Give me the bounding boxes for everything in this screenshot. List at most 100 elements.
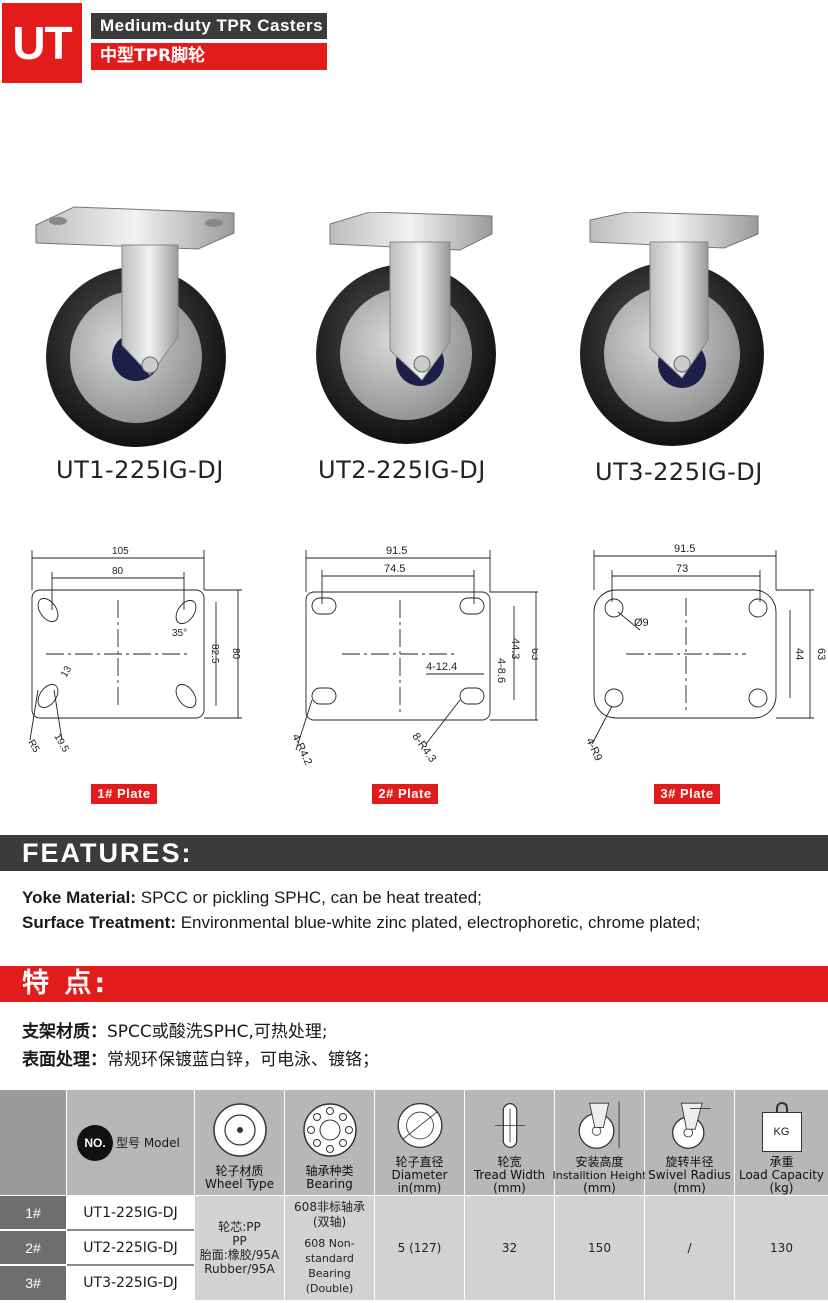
wheel-type-line3: 胎面:橡胶/95A xyxy=(199,1248,280,1262)
features-header: FEATURES: xyxy=(0,835,828,871)
col-diameter-cn: 轮子直径 xyxy=(395,1155,444,1169)
model-header-label: 型号 Model xyxy=(116,1136,180,1150)
col-tread-width: 轮宽 Tread Width (mm) xyxy=(465,1090,554,1195)
spec-table: NO. 型号 Model 轮子材质 Wheel Type 轴承种类 Bearin… xyxy=(0,1090,828,1300)
feature-cn-surface-text: 常规环保镀蓝白锌，可电泳、镀铬； xyxy=(107,1050,379,1070)
plate2-height: 63 xyxy=(529,648,538,660)
row-no-3: 3# xyxy=(0,1266,66,1300)
plate2-r1: 4-R4.2 xyxy=(289,732,314,767)
plate1-angle: 35° xyxy=(172,628,187,639)
col-install-height: 安装高度 Installtion Height (mm) xyxy=(552,1090,647,1195)
col-tread-width-unit: (mm) xyxy=(493,1181,526,1195)
plate3-hole-span: 73 xyxy=(676,563,688,575)
caster-image-3 xyxy=(580,212,764,446)
wheel-type-line4: Rubber/95A xyxy=(204,1262,275,1276)
plate1-slot-l: 19.5 xyxy=(51,732,70,755)
brand-logo: UT xyxy=(2,3,82,83)
col-diameter-unit: in(mm) xyxy=(397,1181,442,1195)
col-wheel-type-en: Wheel Type xyxy=(205,1177,274,1191)
caster-image-1 xyxy=(35,206,235,447)
plate3-hole-h: 44 xyxy=(793,648,805,660)
col-diameter-en: Diameter xyxy=(391,1168,448,1182)
plate-drawing-2: 91.5 74.5 63 44.3 4-12.4 4-8.6 4-R4.2 8-… xyxy=(289,545,538,767)
no-badge: NO. xyxy=(77,1124,113,1161)
row-no-2: 2# xyxy=(0,1231,66,1264)
plate2-width: 91.5 xyxy=(386,545,407,557)
tread-width-icon xyxy=(494,1103,525,1148)
feature-cn-surface: 表面处理：常规环保镀蓝白锌，可电泳、镀铬； xyxy=(22,1045,379,1070)
features-cn-header: 特 点: xyxy=(0,966,828,1002)
diameter-icon xyxy=(397,1103,442,1148)
col-swivel-radius-unit: (mm) xyxy=(673,1181,706,1195)
cell-install-height: 150 xyxy=(555,1196,644,1300)
plate3-r1: 4-R9 xyxy=(583,736,604,763)
row-model-2: UT2-225IG-DJ xyxy=(67,1231,194,1264)
bearing-icon xyxy=(302,1103,357,1157)
feature-cn-yoke-text: SPCC或酸洗SPHC,可热处理; xyxy=(107,1022,328,1042)
plate2-hole-span: 74.5 xyxy=(384,563,405,575)
col-load-capacity-en: Load Capacity xyxy=(738,1168,825,1182)
col-install-height-unit: (mm) xyxy=(583,1181,616,1195)
col-bearing-en: Bearing xyxy=(306,1177,353,1191)
col-wheel-type-cn: 轮子材质 xyxy=(215,1164,264,1178)
col-wheel-type: 轮子材质 Wheel Type xyxy=(195,1090,284,1195)
feature-cn-yoke: 支架材质：SPCC或酸洗SPHC,可热处理; xyxy=(22,1017,328,1042)
feature-yoke: Yoke Material: SPCC or pickling SPHC, ca… xyxy=(22,888,482,908)
plate1-height: 80 xyxy=(230,648,241,660)
plate2-slot: 4-12.4 xyxy=(426,661,457,673)
col-bearing-cn: 轴承种类 xyxy=(305,1164,354,1178)
col-install-height-cn: 安装高度 xyxy=(575,1155,624,1169)
bearing-line1: 608非标轴承 xyxy=(294,1200,365,1214)
col-tread-width-en: Tread Width xyxy=(473,1168,546,1182)
col-tread-width-cn: 轮宽 xyxy=(497,1155,522,1169)
install-height-icon xyxy=(578,1101,619,1149)
row-model-1: UT1-225IG-DJ xyxy=(67,1196,194,1229)
plate2-r2: 8-R4.3 xyxy=(410,731,439,765)
bearing-line2: (双轴) xyxy=(312,1215,347,1229)
plate1-hole-h: 82.5 xyxy=(209,644,220,664)
cell-diameter: 5 (127) xyxy=(375,1196,464,1300)
wheel-type-line2: PP xyxy=(232,1234,247,1248)
row-model-3: UT3-225IG-DJ xyxy=(67,1266,194,1300)
feature-yoke-label: Yoke Material: xyxy=(22,888,137,907)
page-title-en: Medium-duty TPR Casters xyxy=(91,13,327,39)
bearing-line4: Bearing (Double) xyxy=(305,1267,354,1295)
page-title-cn: 中型TPR脚轮 xyxy=(91,43,327,70)
feature-surface: Surface Treatment: Environmental blue-wh… xyxy=(22,913,700,933)
weight-icon: KG xyxy=(758,1102,806,1152)
col-swivel-radius-cn: 旋转半径 xyxy=(665,1155,714,1169)
plate-drawing-3: 91.5 73 Ø9 63 44 4-R9 xyxy=(583,543,827,763)
col-swivel-radius: 旋转半径 Swivel Radius (mm) xyxy=(645,1090,734,1195)
plate-tag-3: 3# Plate xyxy=(654,784,720,804)
cell-wheel-type: 轮芯:PP PP 胎面:橡胶/95A Rubber/95A xyxy=(195,1196,284,1300)
cell-load-capacity: 130 xyxy=(735,1196,828,1300)
plate1-slot-w: 13 xyxy=(59,664,74,680)
cell-swivel-radius: / xyxy=(645,1196,734,1300)
plate1-width: 105 xyxy=(112,546,129,557)
feature-yoke-text: SPCC or pickling SPHC, can be heat treat… xyxy=(136,888,482,907)
wheel-type-line1: 轮芯:PP xyxy=(218,1220,261,1234)
row-no-1: 1# xyxy=(0,1196,66,1229)
plate2-hole-h: 44.3 xyxy=(509,638,521,659)
wheel-type-icon xyxy=(212,1103,267,1157)
product-model-1: UT1-225IG-DJ xyxy=(56,456,224,484)
plate2-slot2: 4-8.6 xyxy=(495,658,507,683)
feature-cn-surface-label: 表面处理： xyxy=(22,1050,107,1070)
plate-tag-2: 2# Plate xyxy=(372,784,438,804)
product-model-2: UT2-225IG-DJ xyxy=(318,456,486,484)
table-corner xyxy=(0,1090,66,1195)
table-model-header: NO. 型号 Model xyxy=(67,1090,194,1195)
plate-drawing-1: 105 80 35° 80 82.5 13 19.5 R5 xyxy=(26,546,242,755)
col-bearing: 轴承种类 Bearing xyxy=(285,1090,374,1195)
caster-image-2 xyxy=(316,212,496,444)
col-load-capacity: KG 承重 Load Capacity (kg) xyxy=(735,1090,828,1195)
plate3-width: 91.5 xyxy=(674,543,695,555)
swivel-radius-icon xyxy=(671,1102,711,1149)
plate-tag-1: 1# Plate xyxy=(91,784,157,804)
feature-surface-label: Surface Treatment: xyxy=(22,913,176,932)
col-load-capacity-unit: (kg) xyxy=(769,1181,794,1195)
plate3-hole-d: Ø9 xyxy=(634,617,649,629)
feature-surface-text: Environmental blue-white zinc plated, el… xyxy=(176,913,701,932)
col-load-capacity-cn: 承重 xyxy=(769,1155,794,1169)
feature-cn-yoke-label: 支架材质： xyxy=(22,1022,107,1042)
